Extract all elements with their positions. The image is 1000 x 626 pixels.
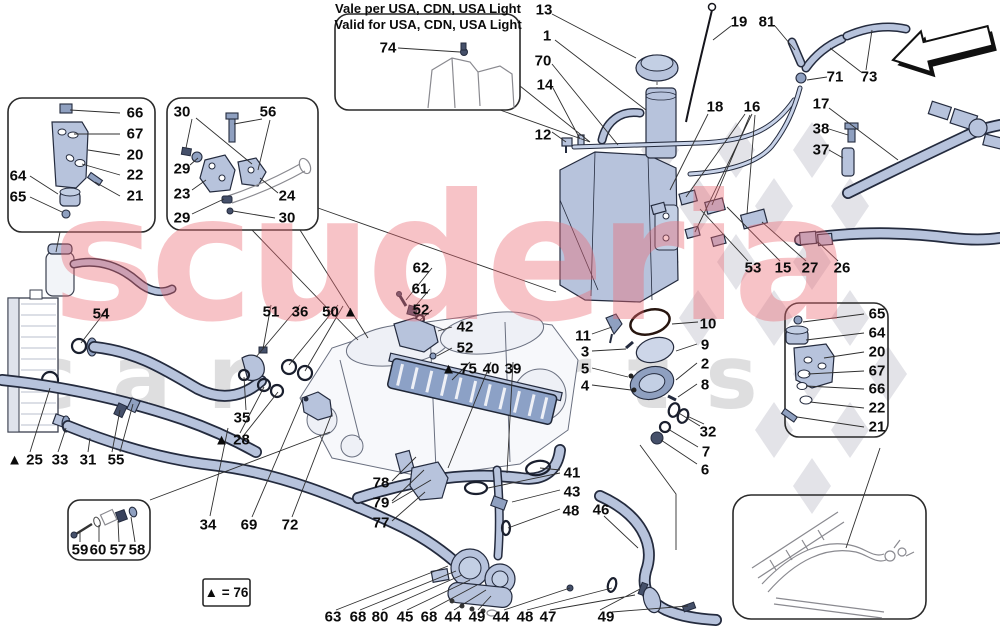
inset-bolt-grommets — [70, 506, 138, 539]
inset-bracket-left — [51, 103, 104, 219]
oil-radiator — [7, 289, 71, 433]
breather-valve-parts — [393, 291, 439, 360]
inset-pipe-brackets — [180, 112, 312, 215]
heat-exchanger-grille — [386, 352, 563, 425]
oil-tank — [559, 87, 679, 303]
inset-hose-routing-sketch — [751, 511, 915, 619]
expansion-tank — [45, 243, 177, 297]
breather-pipes — [571, 22, 911, 177]
filler-cap — [635, 54, 679, 88]
checker-watermark — [603, 122, 907, 514]
pump-inlet-parts — [237, 346, 333, 421]
usa-note-box: Vale per USA, CDN, USA Light Valid for U… — [333, 1, 523, 33]
leader-lines — [29, 13, 899, 613]
usa-note-line2: Valid for USA, CDN, USA Light — [334, 17, 522, 32]
inset-boxes — [7, 13, 927, 620]
tank-bottom-parts — [605, 308, 690, 445]
thermostat-assembly — [394, 449, 697, 617]
inset-bracket-right — [780, 315, 835, 423]
triangle-legend: ▲ = 76 — [204, 585, 249, 600]
usa-note-line1: Vale per USA, CDN, USA Light — [335, 1, 521, 16]
direction-arrow-icon — [891, 24, 997, 78]
right-hoses — [650, 100, 1000, 248]
dipstick — [685, 2, 717, 123]
inset-usa-tank-sketch — [427, 42, 515, 109]
